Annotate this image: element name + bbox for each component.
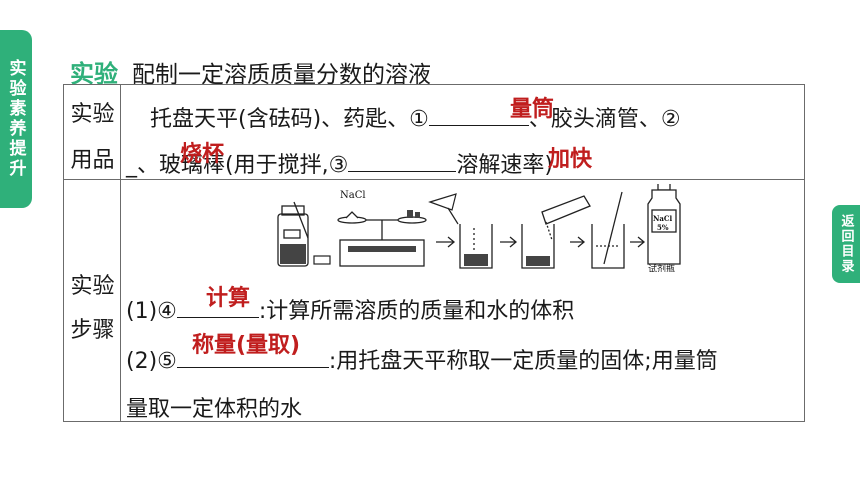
arrow-icon xyxy=(570,236,586,248)
answer-2: 烧杯 xyxy=(180,142,225,167)
section-tab-label: 实验素养提升 xyxy=(5,59,26,179)
lid-icon xyxy=(313,255,331,265)
beaker-icon xyxy=(459,224,493,269)
balance-icon xyxy=(337,210,427,267)
procedure-illustration: NaCl NaCl 5% 试剂瓶 xyxy=(277,184,681,272)
title-tag: 实验 xyxy=(70,60,118,88)
blank-3[interactable] xyxy=(348,150,457,172)
experiment-table: 实验 用品 托盘天平(含砝码)、药匙、①、胶头滴管、② _、玻璃棒(用于搅拌,③… xyxy=(63,84,805,422)
spatula-icon xyxy=(428,193,459,225)
title-text: 配制一定溶质质量分数的溶液 xyxy=(132,62,431,88)
answer-5: 称量(量取) xyxy=(192,333,301,358)
stirring-icon xyxy=(591,191,625,269)
pouring-icon xyxy=(521,195,591,269)
back-to-contents-label: 返回目录 xyxy=(838,214,854,274)
row1-label-top: 实验 xyxy=(70,102,115,127)
page-title: 实验 配制一定溶质质量分数的溶液 xyxy=(70,54,431,88)
answer-3: 加快 xyxy=(548,147,593,172)
bottle-caption: 试剂瓶 xyxy=(648,263,675,272)
step-2-continued: 量取一定体积的水 xyxy=(126,397,303,422)
arrow-icon xyxy=(630,236,646,248)
row1-label-bottom: 用品 xyxy=(70,148,115,173)
arrow-icon xyxy=(436,236,456,248)
row2-label-bottom: 步骤 xyxy=(70,318,115,343)
answer-1: 量筒 xyxy=(510,97,555,122)
arrow-icon xyxy=(500,236,518,248)
blank-1[interactable] xyxy=(428,104,529,126)
bottle-nacl-label: NaCl xyxy=(653,214,673,223)
answer-4: 计算 xyxy=(206,286,251,311)
blank-4[interactable] xyxy=(176,296,259,318)
reagent-jar-icon xyxy=(277,201,309,267)
step-1: (1)④:计算所需溶质的质量和水的体积 xyxy=(126,293,574,325)
column-divider xyxy=(120,85,121,421)
bottle-percent-label: 5% xyxy=(657,223,669,232)
section-tab[interactable]: 实验素养提升 xyxy=(0,30,32,208)
row2-label-top: 实验 xyxy=(70,274,115,299)
back-to-contents-button[interactable]: 返回目录 xyxy=(832,205,860,283)
step-2: (2)⑤:用托盘天平称取一定质量的固体;用量筒 xyxy=(126,343,718,375)
reagent-bottle-icon xyxy=(647,184,681,265)
row-divider xyxy=(64,179,804,180)
nacl-label: NaCl xyxy=(340,190,366,201)
materials-line-1: 托盘天平(含砝码)、药匙、①、胶头滴管、② xyxy=(150,101,681,133)
blank-5[interactable] xyxy=(176,346,329,368)
